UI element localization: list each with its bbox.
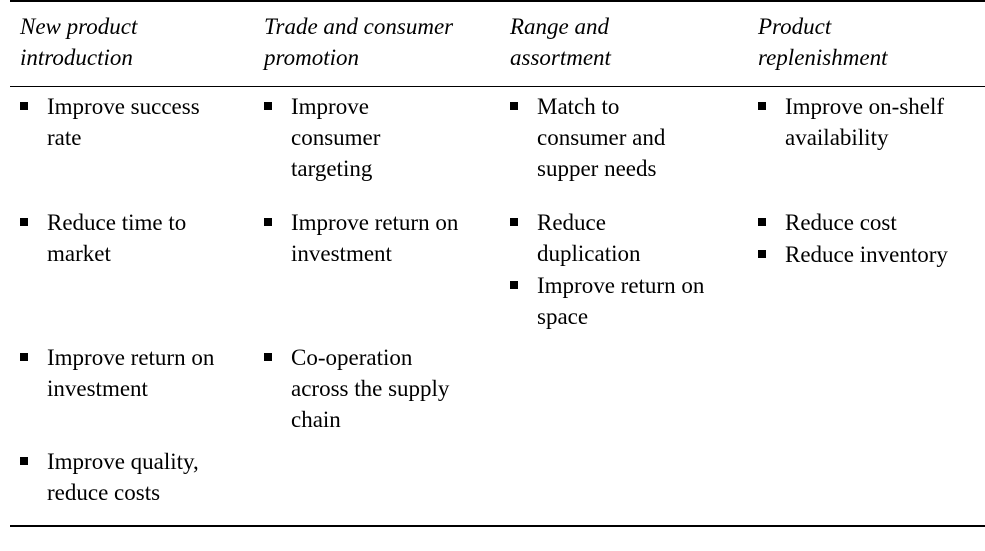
bullet-icon bbox=[20, 102, 28, 110]
column-header: Range and assortment bbox=[510, 14, 611, 70]
list-item: Reduce duplication bbox=[510, 207, 640, 269]
list-item-text: Improve return on investment bbox=[291, 210, 459, 266]
list-item-text: Reduce time to market bbox=[47, 210, 187, 266]
list-item: Improve on-shelf availability bbox=[758, 91, 944, 153]
column-header: New product introduction bbox=[20, 14, 138, 70]
list-item-text: Improve consumer targeting bbox=[291, 94, 381, 181]
list-item-text: Reduce inventory bbox=[785, 242, 948, 267]
bullet-icon bbox=[510, 218, 518, 226]
list-item-text: Reduce duplication bbox=[537, 210, 641, 266]
list-item: Reduce inventory bbox=[758, 239, 948, 270]
table-top-rule bbox=[10, 0, 985, 2]
bullet-icon bbox=[510, 281, 518, 289]
list-item: Improve return on space bbox=[510, 270, 704, 332]
list-item: Improve success rate bbox=[20, 91, 200, 153]
list-item-text: Improve return on investment bbox=[47, 345, 215, 401]
bullet-icon bbox=[20, 457, 28, 465]
list-item-text: Improve return on space bbox=[537, 273, 705, 329]
list-item-text: Co-operation across the supply chain bbox=[291, 345, 450, 432]
bullet-icon bbox=[264, 353, 272, 361]
bullet-icon bbox=[20, 218, 28, 226]
list-item: Improve return on investment bbox=[264, 207, 458, 269]
bullet-icon bbox=[20, 353, 28, 361]
table-header-rule bbox=[10, 86, 985, 87]
list-item-text: Improve quality, reduce costs bbox=[47, 449, 199, 505]
list-item: Co-operation across the supply chain bbox=[264, 342, 449, 435]
list-item-text: Improve on-shelf availability bbox=[785, 94, 945, 150]
list-item: Improve return on investment bbox=[20, 342, 214, 404]
list-item: Match to consumer and supper needs bbox=[510, 91, 665, 184]
bullet-icon bbox=[758, 102, 766, 110]
bullet-icon bbox=[758, 250, 766, 258]
list-item: Improve consumer targeting bbox=[264, 91, 380, 184]
table-bottom-rule bbox=[10, 525, 985, 527]
list-item-text: Match to consumer and supper needs bbox=[537, 94, 666, 181]
bullet-icon bbox=[758, 218, 766, 226]
bullet-icon bbox=[510, 102, 518, 110]
bullet-icon bbox=[264, 102, 272, 110]
column-header: Product replenishment bbox=[758, 14, 888, 70]
column-header: Trade and consumer promotion bbox=[264, 14, 454, 70]
list-item: Reduce time to market bbox=[20, 207, 186, 269]
list-item-text: Improve success rate bbox=[47, 94, 200, 150]
list-item: Improve quality, reduce costs bbox=[20, 446, 199, 508]
list-item: Reduce cost bbox=[758, 207, 897, 238]
list-item-text: Reduce cost bbox=[785, 210, 897, 235]
bullet-icon bbox=[264, 218, 272, 226]
